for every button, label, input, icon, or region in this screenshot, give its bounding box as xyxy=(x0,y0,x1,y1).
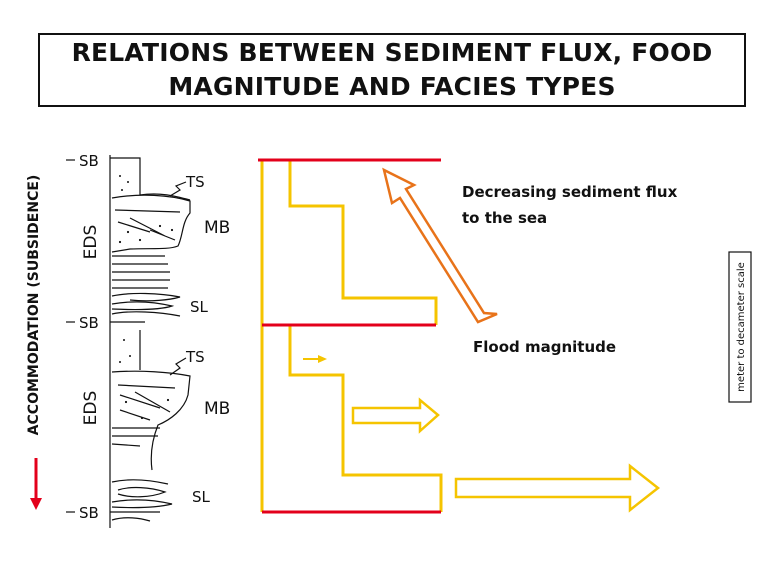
sequence-boundaries xyxy=(258,158,441,514)
column-texture xyxy=(118,175,174,420)
sb-marker-bottom: SB xyxy=(66,504,99,522)
ts-upper-leader xyxy=(169,181,187,197)
svg-text:SB: SB xyxy=(79,152,99,170)
ts-lower-leader xyxy=(169,357,187,376)
flood-arrow-large-icon xyxy=(454,463,661,513)
sb-marker-middle: SB xyxy=(66,314,99,332)
mb-label-lower: MB xyxy=(204,399,230,419)
sediment-flux-text-line2: to the sea xyxy=(462,209,547,227)
svg-text:SB: SB xyxy=(79,314,99,332)
title-box: RELATIONS BETWEEN SEDIMENT FLUX, FOOD MA… xyxy=(38,33,746,107)
accommodation-arrow-icon xyxy=(30,458,42,510)
stratigraphic-column xyxy=(109,155,191,528)
title-line-2: MAGNITUDE AND FACIES TYPES xyxy=(168,72,616,101)
scale-box xyxy=(728,251,752,403)
mb-label-upper: MB xyxy=(204,218,230,238)
ts-label-lower: TS xyxy=(185,348,205,366)
accommodation-axis-label: ACCOMMODATION (SUBSIDENCE) xyxy=(26,175,42,436)
title-line-1: RELATIONS BETWEEN SEDIMENT FLUX, FOOD xyxy=(71,38,713,67)
sb-marker-top: SB xyxy=(66,152,99,170)
sediment-flux-text-line1: Decreasing sediment flux xyxy=(462,183,678,201)
facies-step-curve xyxy=(260,160,443,512)
sl-label-lower: SL xyxy=(192,488,211,506)
sl-label-upper: SL xyxy=(190,298,209,316)
flood-magnitude-text: Flood magnitude xyxy=(473,338,616,356)
ts-label-upper: TS xyxy=(185,173,205,191)
svg-text:SB: SB xyxy=(79,504,99,522)
sediment-flux-arrow-icon xyxy=(382,167,498,324)
eds-label-lower: EDS xyxy=(81,391,101,426)
flood-arrow-medium-icon xyxy=(351,397,440,434)
flood-arrow-small-icon xyxy=(303,355,327,363)
eds-label-upper: EDS xyxy=(81,225,101,260)
scale-label: meter to decameter scale xyxy=(736,262,747,392)
